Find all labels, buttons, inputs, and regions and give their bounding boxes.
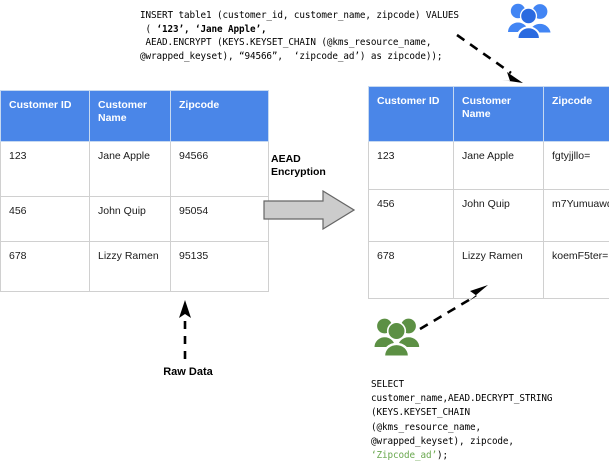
- people-group-icon: [374, 318, 420, 356]
- code-segment: customer_name,AEAD.DECRYPT_STRING: [371, 393, 553, 405]
- table-row: 456 John Quip m7Yumuawqry: [368, 189, 609, 242]
- code-line: @wrapped_keyset), “94566”, ‘zipcode_ad’)…: [140, 50, 459, 64]
- code-line: INSERT table1 (customer_id, customer_nam…: [140, 9, 459, 23]
- table-row: 123 Jane Apple 94566: [0, 141, 269, 197]
- aead-label-line2: Encryption: [271, 166, 326, 178]
- code-line: customer_name,AEAD.DECRYPT_STRING: [371, 392, 553, 406]
- table-row: 123 Jane Apple fgtyjjllo=: [368, 141, 609, 190]
- code-line: @wrapped_keyset), zipcode,: [371, 435, 552, 449]
- raw-data-label: Raw Data: [163, 366, 213, 378]
- table-row: 678 Lizzy Ramen 95135: [0, 241, 269, 292]
- code-segment: AEAD.ENCRYPT (KEYS.KEYSET_CHAIN (@kms_re…: [140, 37, 432, 48]
- column-header-zipcode: Zipcode: [170, 90, 269, 142]
- code-segment: ‘123’, ‘Jane Apple’,: [156, 23, 267, 35]
- code-segment: );: [436, 450, 448, 462]
- code-segment: (KEYS.KEYSET_CHAIN: [371, 407, 470, 419]
- cell-customer-name: Lizzy Ramen: [89, 241, 171, 292]
- cell-customer-id: 123: [368, 141, 454, 190]
- cell-zipcode: 94566: [170, 141, 269, 197]
- select-flow-arrow-icon: [419, 285, 488, 331]
- people-group-icon: [508, 3, 551, 39]
- code-segment: (: [140, 23, 157, 35]
- insert-flow-arrow-icon: [456, 33, 523, 83]
- raw-data-table: Customer ID Customer Name Zipcode 123 Ja…: [0, 90, 269, 292]
- code-line: (@kms_resource_name,: [371, 421, 552, 435]
- column-header-customer-id: Customer ID: [368, 86, 454, 142]
- cell-zipcode: fgtyjjllo=: [543, 141, 609, 190]
- table-header-row: Customer ID Customer Name Zipcode: [0, 90, 269, 142]
- code-line: ( ‘123’, ‘Jane Apple’,: [140, 23, 459, 37]
- code-segment: INSERT table1 (customer_id, customer_nam…: [140, 10, 459, 21]
- column-header-customer-name: Customer Name: [89, 90, 171, 142]
- cell-customer-id: 456: [368, 189, 454, 242]
- cell-customer-name: Jane Apple: [453, 141, 544, 190]
- code-line: AEAD.ENCRYPT (KEYS.KEYSET_CHAIN (@kms_re…: [140, 36, 459, 50]
- aead-label-line1: AEAD: [271, 153, 301, 165]
- cell-customer-id: 678: [368, 241, 454, 299]
- cell-zipcode: 95135: [170, 241, 269, 292]
- table-row: 678 Lizzy Ramen koemF5ter=: [368, 241, 609, 299]
- encrypted-data-table: Customer ID Customer Name Zipcode 123 Ja…: [368, 86, 609, 299]
- cell-customer-name: John Quip: [89, 196, 171, 242]
- cell-customer-id: 123: [0, 141, 90, 197]
- aead-encryption-label: AEAD Encryption: [271, 153, 326, 179]
- raw-data-arrow-icon: [179, 300, 191, 359]
- table-header-row: Customer ID Customer Name Zipcode: [368, 86, 609, 142]
- code-segment: (@kms_resource_name,: [371, 421, 481, 433]
- cell-customer-name: John Quip: [453, 189, 544, 242]
- cell-customer-name: Lizzy Ramen: [453, 241, 544, 299]
- code-segment: @wrapped_keyset), zipcode,: [371, 435, 514, 447]
- column-header-customer-name: Customer Name: [453, 86, 544, 142]
- code-line: (KEYS.KEYSET_CHAIN: [371, 406, 552, 420]
- code-line: ‘Zipcode_ad’);: [371, 449, 552, 463]
- cell-zipcode: 95054: [170, 196, 269, 242]
- code-segment: @wrapped_keyset), “94566”, ‘zipcode_ad’)…: [140, 50, 443, 62]
- code-segment: ‘Zipcode_ad’: [371, 450, 437, 462]
- cell-zipcode: koemF5ter=: [543, 241, 609, 299]
- cell-zipcode: m7Yumuawqry: [543, 189, 609, 242]
- table-row: 456 John Quip 95054: [0, 196, 269, 242]
- cell-customer-id: 456: [0, 196, 90, 242]
- block-arrow-right-icon: [263, 190, 355, 230]
- cell-customer-id: 678: [0, 241, 90, 292]
- code-segment: SELECT: [371, 379, 404, 390]
- column-header-customer-id: Customer ID: [0, 90, 90, 142]
- select-sql-statement: SELECT customer_name,AEAD.DECRYPT_STRING (…: [371, 378, 553, 463]
- code-line: SELECT: [371, 378, 552, 392]
- cell-customer-name: Jane Apple: [89, 141, 171, 197]
- insert-sql-statement: INSERT table1 (customer_id, customer_nam…: [140, 9, 459, 63]
- column-header-zipcode: Zipcode: [543, 86, 609, 142]
